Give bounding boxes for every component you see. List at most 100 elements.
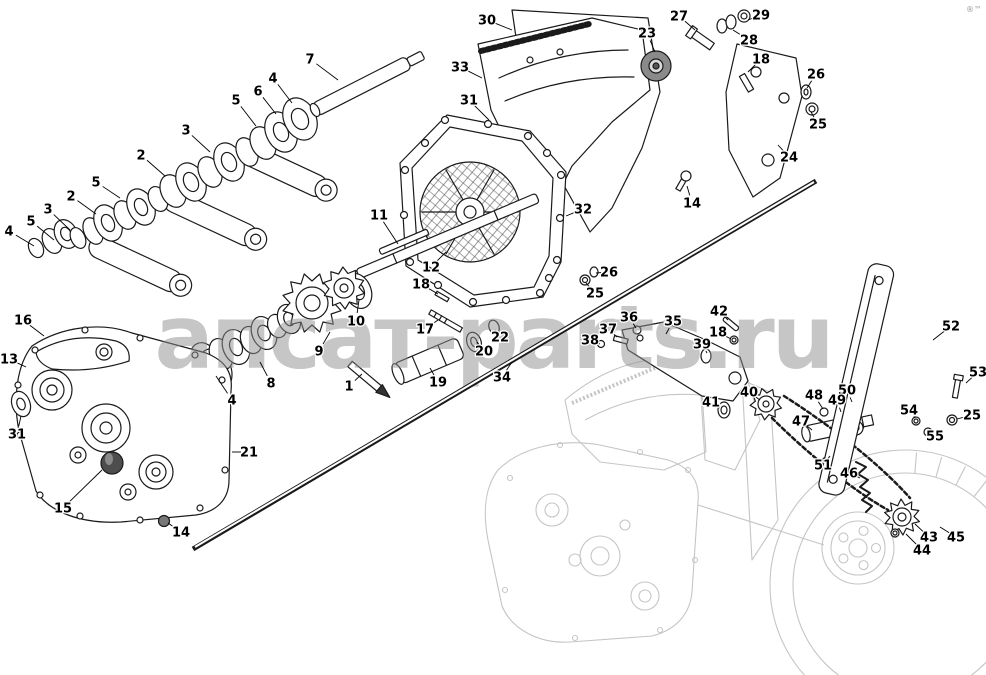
leader-line	[29, 324, 45, 337]
leader-line	[102, 186, 121, 199]
leader-line	[354, 373, 363, 381]
part-label: 54	[900, 404, 918, 419]
leader-line	[436, 251, 447, 262]
bearing-chain	[27, 97, 318, 259]
part-label: 28	[740, 34, 758, 49]
hub-bolt-hole	[838, 553, 849, 564]
leader-line	[856, 475, 861, 479]
small-parts-center	[347, 266, 599, 399]
leader-line	[53, 214, 71, 231]
leader-line	[240, 106, 257, 127]
tire-tread-tick	[914, 452, 918, 474]
part-label: 53	[969, 366, 986, 381]
leader-line	[686, 185, 691, 196]
part-label: 9	[314, 345, 323, 360]
cylinder-19	[391, 338, 464, 385]
leader-line	[827, 455, 831, 459]
leader-line	[905, 533, 917, 545]
part-label: 41	[702, 396, 720, 411]
part-label: 31	[8, 428, 26, 443]
part-label: 44	[913, 544, 931, 559]
leader-line	[914, 523, 924, 532]
part-label: 35	[664, 315, 682, 330]
right-fasteners	[911, 373, 964, 437]
leader-line	[146, 159, 166, 177]
part-label: 18	[412, 278, 430, 293]
leader-line	[68, 469, 103, 503]
part-label: 5	[231, 94, 240, 109]
pulley-23	[640, 9, 751, 82]
mounting-bracket-24	[675, 43, 819, 198]
lower-sprocket-fasteners	[890, 528, 900, 538]
leader-line	[322, 331, 331, 345]
leader-line	[506, 361, 513, 371]
leader-line	[77, 200, 97, 215]
part-label: 46	[840, 467, 858, 482]
leader-line	[732, 29, 743, 37]
leader-line	[585, 282, 590, 288]
tensioner-arm-35	[596, 316, 749, 419]
part-label: 50	[838, 384, 856, 399]
sprocket-hub	[762, 400, 770, 408]
leader-line	[777, 144, 784, 152]
part-label: 11	[370, 209, 388, 224]
part-label: 36	[620, 311, 638, 326]
part-label: 16	[14, 314, 32, 329]
part-label: 37	[599, 323, 617, 338]
leader-line	[806, 80, 813, 89]
leader-line	[724, 335, 732, 340]
part-label: 5	[91, 176, 100, 191]
part-label: 13	[0, 353, 18, 368]
leader-line	[684, 20, 696, 31]
part-label: 34	[493, 371, 511, 386]
part-label: 55	[926, 430, 944, 445]
rod-11	[378, 228, 430, 255]
part-label: 4	[227, 394, 236, 409]
leader-line	[427, 287, 439, 295]
leader-line	[167, 522, 175, 528]
part-label: 22	[491, 331, 509, 346]
part-label: 17	[416, 323, 434, 338]
part-label: 12	[422, 261, 440, 276]
part-label: 24	[780, 151, 798, 166]
sprocket-hub	[897, 512, 907, 522]
ghost-wheel	[769, 449, 986, 675]
part-label: 8	[266, 377, 275, 392]
guide-bar-52	[818, 263, 895, 496]
leader-line	[474, 105, 490, 121]
hub-bolt-hole	[870, 542, 882, 554]
tire-tread-tick	[935, 457, 943, 478]
hub-bolt-hole	[858, 525, 869, 536]
part-label: 6	[253, 85, 262, 100]
part-label: 45	[947, 531, 965, 546]
leader-line	[429, 367, 435, 376]
leader-line	[191, 135, 211, 153]
left-housing-21	[10, 326, 232, 528]
part-label: 21	[240, 446, 258, 461]
leader-line	[383, 221, 399, 245]
leader-line	[839, 407, 842, 413]
part-label: 29	[752, 9, 770, 24]
part-label: 1	[344, 380, 353, 395]
leader-line	[16, 361, 27, 368]
tire-tread-tick	[973, 480, 986, 498]
leader-line	[705, 350, 708, 354]
leader-line	[262, 97, 277, 115]
part-label: 3	[43, 203, 52, 218]
part-label: 2	[66, 190, 75, 205]
corner-mark: ®™	[966, 5, 982, 14]
part-label: 25	[809, 118, 827, 133]
part-label: 19	[429, 376, 447, 391]
part-label: 20	[475, 345, 493, 360]
leader-line	[956, 416, 965, 420]
plug-14	[157, 514, 171, 528]
sprocket-hub	[339, 283, 349, 293]
part-label: 26	[807, 68, 825, 83]
link-arms	[88, 143, 338, 297]
part-label: 14	[683, 197, 701, 212]
leader-line	[15, 234, 35, 247]
sprocket-hub	[303, 294, 321, 312]
part-label: 51	[814, 459, 832, 474]
sprockets-right	[749, 388, 920, 536]
